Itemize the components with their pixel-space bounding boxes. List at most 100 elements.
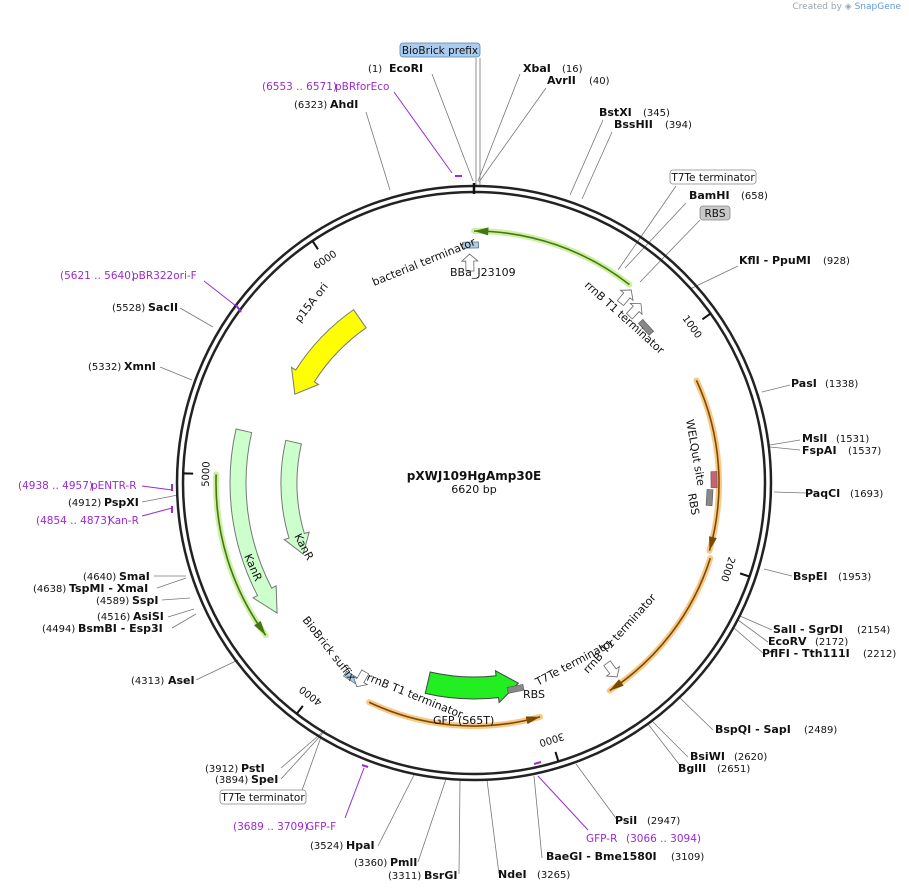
site-sacii[interactable]: (5528)SacII — [112, 301, 178, 314]
arc-green-left-line — [215, 474, 267, 636]
rbs-top-label: RBS — [705, 208, 726, 220]
tick-2000 — [739, 572, 750, 578]
svg-text:XmnI: XmnI — [124, 360, 156, 373]
svg-text:XbaI: XbaI — [523, 62, 551, 75]
connector-lines — [141, 58, 807, 875]
site-bglii[interactable]: BglII(2651) — [678, 762, 750, 775]
svg-text:(1338): (1338) — [825, 379, 858, 390]
svg-text:(3894): (3894) — [215, 775, 248, 786]
arc-green-left — [213, 471, 269, 639]
site-pflfi[interactable]: PflFI - Tth111I(2212) — [762, 647, 896, 660]
glyph-bba-j23109 — [462, 241, 479, 249]
site-pspxi[interactable]: (4912)PspXI — [68, 496, 139, 509]
site-bsmbi[interactable]: (4494)BsmBI - Esp3I — [42, 622, 163, 635]
site-sspi[interactable]: (4589)SspI — [96, 594, 158, 607]
svg-text:(3689 .. 3709): (3689 .. 3709) — [233, 821, 308, 833]
site-ndei[interactable]: NdeI(3265) — [498, 868, 570, 881]
tick-3000 — [554, 751, 560, 762]
arc-bacterial-terminator-line — [473, 230, 630, 286]
label-bacterial-terminator[interactable]: bacterial terminator — [370, 235, 477, 289]
site-pasi[interactable]: PasI(1338) — [791, 377, 858, 390]
svg-text:pENTR-R: pENTR-R — [91, 480, 137, 492]
svg-text:GFP-R: GFP-R — [586, 833, 617, 845]
site-sali[interactable]: SalI - SgrDI(2154) — [773, 623, 890, 636]
site-bamhi[interactable]: BamHI(658) — [689, 189, 768, 202]
glyph-t7te-inner — [603, 660, 621, 678]
svg-text:BsrGI: BsrGI — [424, 869, 457, 882]
svg-text:PmlI: PmlI — [390, 856, 417, 869]
svg-text:TspMI - XmaI: TspMI - XmaI — [69, 582, 148, 595]
svg-text:SalI - SgrDI: SalI - SgrDI — [773, 623, 843, 636]
site-bstxi[interactable]: BstXI(345) — [599, 106, 670, 119]
arc-orange-right-1-line — [695, 380, 720, 551]
arrow-gfp — [424, 669, 520, 704]
site-psti[interactable]: (3912)PstI — [205, 762, 265, 775]
primer-connector-lines — [141, 91, 589, 831]
svg-text:EcoRI: EcoRI — [389, 62, 423, 75]
site-bsiwi[interactable]: BsiWI(2620) — [690, 750, 767, 763]
site-paqci[interactable]: PaqCI(1693) — [805, 487, 883, 500]
site-ecorv[interactable]: EcoRV(2172) — [768, 635, 848, 648]
svg-text:(4640): (4640) — [83, 572, 116, 583]
primer-pbr322ori-f[interactable]: (5621 .. 5640)pBR322ori-F — [60, 270, 197, 282]
arc-orange-bottom-head — [525, 716, 541, 725]
label-rbs-bottom[interactable]: RBS — [523, 688, 545, 701]
label-gfp[interactable]: GFP (S65T) — [433, 714, 494, 727]
site-fspai[interactable]: FspAI(1537) — [802, 444, 881, 457]
t7te-bottom-label: T7Te terminator — [220, 792, 305, 804]
site-avrii[interactable]: AvrII (40) — [547, 74, 610, 87]
svg-text:(3265): (3265) — [537, 870, 570, 881]
label-bba-j23109[interactable]: BBa_J23109 — [450, 266, 516, 279]
rbs-top-box[interactable]: RBS — [699, 205, 731, 221]
restriction-sites: (1)EcoRI XbaI (16) AvrII (40) (6323)AhdI B… — [33, 62, 896, 882]
t7te-bottom-box[interactable]: T7Te terminator — [219, 789, 307, 805]
primer-pbrforeco[interactable]: (6553 .. 6571)pBRforEco — [262, 81, 389, 93]
primer-gfp-f[interactable]: (3689 .. 3709)GFP-F — [233, 821, 336, 833]
arc-bacterial-terminator-head — [474, 227, 489, 236]
svg-text:(16): (16) — [562, 64, 583, 75]
site-bsrgi[interactable]: (3311)BsrGI — [388, 869, 457, 882]
site-asisi[interactable]: (4516)AsiSI — [97, 610, 164, 623]
site-xbai[interactable]: XbaI (16) — [523, 62, 583, 75]
primer-pentr-r[interactable]: (4938 .. 4957)pENTR-R — [18, 480, 137, 492]
site-asei[interactable]: (4313)AseI — [131, 674, 195, 687]
svg-text:PspXI: PspXI — [104, 496, 139, 509]
site-psii[interactable]: PsiI(2947) — [615, 814, 680, 827]
site-bspqi[interactable]: BspQI - SapI(2489) — [715, 723, 837, 736]
arrow-p15a-ori — [290, 309, 367, 395]
arc-orange-bottom — [366, 699, 544, 729]
site-msli[interactable]: MslI(1531) — [802, 432, 869, 445]
site-spei[interactable]: (3894)SpeI — [215, 773, 278, 786]
site-hpai[interactable]: (3524)HpaI — [310, 839, 375, 852]
t7te-top-box[interactable]: T7Te terminator — [669, 169, 757, 185]
label-p15a-ori[interactable]: p15A ori — [292, 280, 331, 324]
primer-kan-r[interactable]: (4854 .. 4873)Kan-R — [36, 515, 139, 527]
svg-text:(4854 .. 4873): (4854 .. 4873) — [36, 515, 111, 527]
tick-label-5000: 5000 — [201, 461, 213, 487]
label-biobrick-suffix[interactable]: BioBrick suffix — [300, 614, 359, 684]
biobrick-prefix-label: BioBrick prefix — [402, 45, 478, 57]
site-smai[interactable]: (4640)SmaI — [83, 570, 150, 583]
label-rbs-right[interactable]: RBS — [685, 492, 702, 516]
biobrick-prefix-box[interactable]: BioBrick prefix — [399, 42, 481, 58]
site-ecori[interactable]: (1)EcoRI — [368, 62, 423, 75]
site-tspmi[interactable]: (4638)TspMI - XmaI — [33, 582, 148, 595]
plasmid-size: 6620 bp — [451, 483, 496, 496]
svg-text:BssHII: BssHII — [614, 118, 653, 131]
tick-label-2000: 2000 — [718, 555, 737, 583]
svg-text:(40): (40) — [589, 76, 610, 87]
site-bspei[interactable]: BspEI(1953) — [793, 570, 871, 583]
svg-text:HpaI: HpaI — [346, 839, 375, 852]
site-xmni[interactable]: (5332)XmnI — [88, 360, 156, 373]
site-kfli[interactable]: KflI - PpuMI(928) — [739, 254, 850, 267]
site-bsshii[interactable]: BssHII(394) — [614, 118, 692, 131]
arc-orange-bottom-line — [368, 701, 541, 727]
label-welqut-site[interactable]: WELQut site — [683, 418, 708, 487]
site-ahdi[interactable]: (6323)AhdI — [294, 98, 358, 111]
site-pmli[interactable]: (3360)PmlI — [354, 856, 417, 869]
site-baegi[interactable]: BaeGI - Bme1580I(3109) — [546, 850, 704, 863]
primer-gfp-r[interactable]: GFP-R(3066 .. 3094) — [586, 833, 701, 845]
svg-text:AvrII: AvrII — [547, 74, 576, 87]
svg-text:(4494): (4494) — [42, 624, 75, 635]
svg-text:(3912): (3912) — [205, 764, 238, 775]
